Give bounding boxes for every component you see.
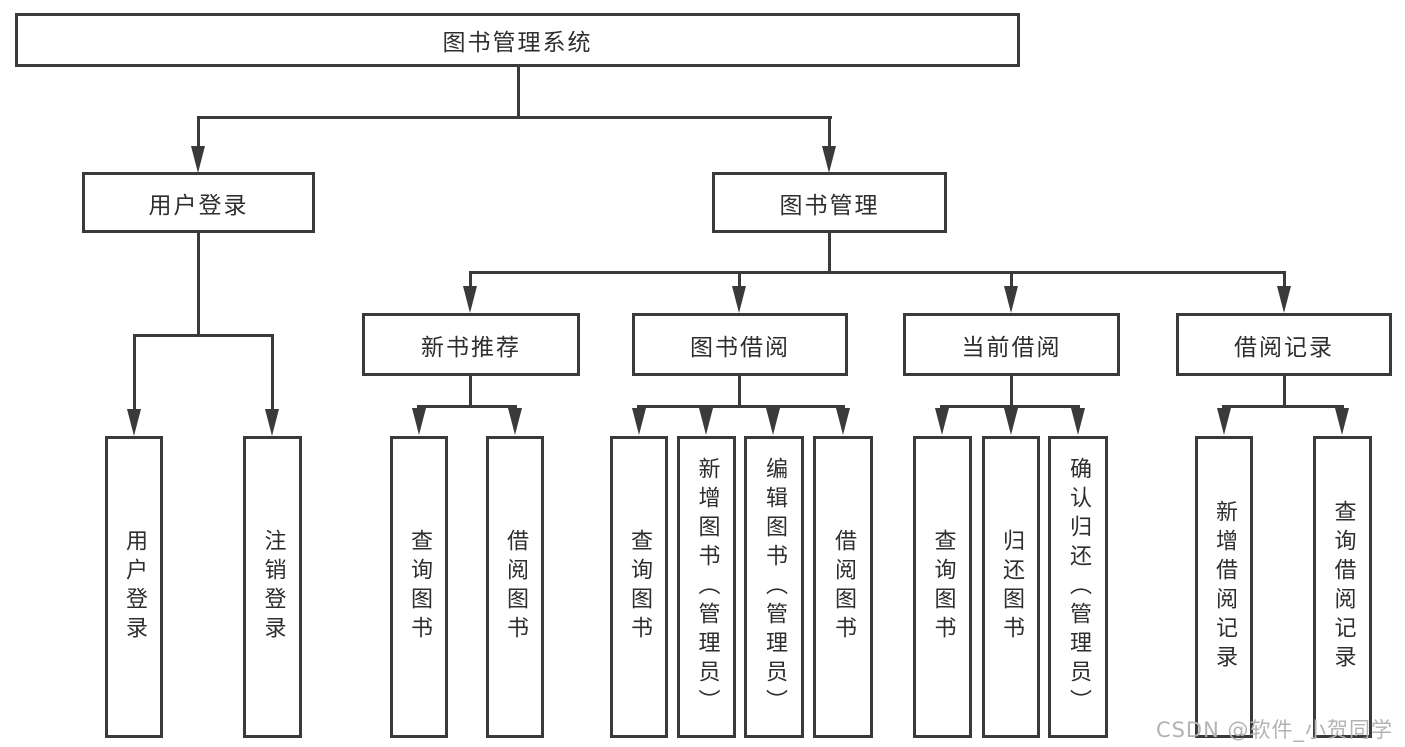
connector-line: [828, 116, 831, 148]
connector-line: [738, 376, 741, 408]
connector-line: [197, 233, 200, 337]
connector-line: [1222, 405, 1344, 408]
leaf-logout: 注销登录: [243, 436, 302, 738]
arrow-down: [463, 286, 477, 313]
connector-line: [1010, 376, 1013, 408]
leaf-query-books-current: 查询图书: [913, 436, 972, 738]
connector-line: [133, 334, 136, 411]
connector-line: [271, 334, 274, 411]
arrow-down: [191, 146, 205, 173]
node-user-login: 用户登录: [82, 172, 315, 233]
connector-line: [133, 334, 274, 337]
arrow-down: [836, 408, 850, 435]
arrow-down: [822, 146, 836, 173]
leaf-query-books-borrowing: 查询图书: [610, 436, 668, 738]
connector-line: [828, 233, 831, 274]
arrow-down: [412, 408, 426, 435]
arrow-down: [766, 408, 780, 435]
csdn-watermark: CSDN @软件_小贺同学: [1155, 718, 1393, 742]
connector-line: [469, 271, 472, 289]
arrow-down: [1277, 286, 1291, 313]
leaf-confirm-return-admin: 确认归还（管理员）: [1048, 436, 1108, 738]
leaf-borrow-books: 借阅图书: [813, 436, 873, 738]
connector-line: [469, 376, 472, 408]
arrow-down: [1071, 408, 1085, 435]
leaf-edit-book-admin: 编辑图书（管理员）: [744, 436, 804, 738]
arrow-down: [699, 408, 713, 435]
connector-line: [469, 271, 1286, 274]
leaf-user-login: 用户登录: [105, 436, 163, 738]
connector-line: [940, 405, 1080, 408]
connector-line: [637, 405, 845, 408]
node-current-borrowing: 当前借阅: [903, 313, 1120, 376]
connector-line: [1010, 271, 1013, 289]
arrow-down: [1335, 408, 1349, 435]
leaf-return-books: 归还图书: [982, 436, 1040, 738]
arrow-down: [632, 408, 646, 435]
arrow-down: [732, 286, 746, 313]
connector-line: [197, 116, 832, 119]
connector-line: [738, 271, 741, 289]
leaf-query-books-recommend: 查询图书: [390, 436, 448, 738]
arrow-down: [1004, 286, 1018, 313]
node-new-book-recommendation: 新书推荐: [362, 313, 580, 376]
leaf-borrow-books-recommend: 借阅图书: [486, 436, 544, 738]
node-borrowing-records: 借阅记录: [1176, 313, 1392, 376]
arrow-down: [1217, 408, 1231, 435]
connector-line: [517, 66, 520, 119]
leaf-add-book-admin: 新增图书（管理员）: [677, 436, 736, 738]
leaf-query-borrow-record: 查询借阅记录: [1313, 436, 1372, 738]
connector-line: [1283, 271, 1286, 289]
node-root-library-system: 图书管理系统: [15, 13, 1020, 67]
node-book-management: 图书管理: [712, 172, 947, 233]
leaf-add-borrow-record: 新增借阅记录: [1195, 436, 1253, 738]
connector-line: [1283, 376, 1286, 408]
arrow-down: [508, 408, 522, 435]
arrow-down: [935, 408, 949, 435]
connector-line: [197, 116, 200, 148]
arrow-down: [265, 409, 279, 436]
arrow-down: [1004, 408, 1018, 435]
arrow-down: [127, 409, 141, 436]
node-book-borrowing: 图书借阅: [632, 313, 848, 376]
connector-line: [417, 405, 517, 408]
